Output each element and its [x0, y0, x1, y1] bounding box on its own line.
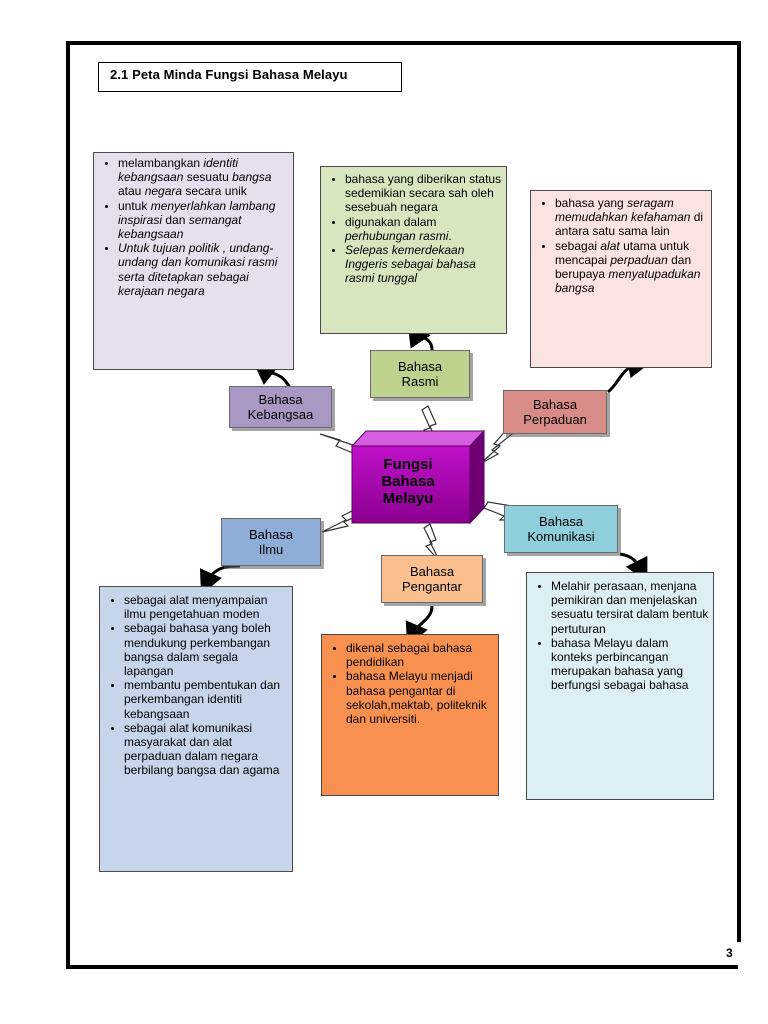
title-banner	[98, 62, 402, 92]
pengantar-bullet-item: bahasa Melayu menjadi bahasa pengantar d…	[346, 669, 494, 726]
tag-kebangsaan-line-2: Kebangsaa	[247, 407, 314, 422]
perpaduan-bullet-item: sebagai alat utama untuk mencapai perpad…	[555, 239, 707, 296]
rasmi-bullet-text: .	[448, 228, 452, 243]
connector-rasmi	[407, 322, 434, 351]
tag-perpaduan-line-1: Bahasa	[532, 397, 578, 412]
connector-kebangsaan	[252, 360, 292, 389]
komunikasi-bullet-item: Melahir perasaan, menjana pemikiran dan …	[551, 579, 709, 636]
center-line-1: Fungsi	[383, 456, 433, 473]
rasmi-bullet-item: Selepas kemerdekaan Inggeris sebagai bah…	[345, 243, 502, 286]
tag-rasmi-line-2: Rasmi	[401, 374, 439, 389]
tag-pengantar-line-2: Pengantar	[402, 579, 462, 594]
kebangsaan-bullet-text: dan	[162, 212, 189, 227]
page-frame	[66, 41, 738, 969]
komunikasi-bullet-item: bahasa Melayu dalam konteks perbincangan…	[551, 636, 709, 693]
box-perpaduan: bahasa yang seragam memudahkan kefahaman…	[530, 190, 712, 368]
rasmi-bullet-list: bahasa yang diberikan status sedemikian …	[323, 172, 502, 286]
kebangsaan-bullet-text: Untuk tujuan politik , undang-undang dan…	[118, 241, 278, 298]
kebangsaan-bullet-item: Untuk tujuan politik , undang-undang dan…	[118, 241, 289, 298]
tag-ilmu: Bahasa Ilmu	[221, 518, 321, 566]
page-title: 2.1 Peta Minda Fungsi Bahasa Melayu	[110, 67, 348, 82]
kebangsaan-bullet-item: melambangkan identiti kebangsaan sesuatu…	[118, 156, 289, 199]
kebangsaan-bullet-text: atau	[118, 184, 145, 199]
komunikasi-bullet-list: Melahir perasaan, menjana pemikiran dan …	[529, 579, 709, 693]
perpaduan-bullet-text: menyatupadukan bangsa	[555, 267, 701, 296]
rasmi-bullet-text: Selepas kemerdekaan Inggeris sebagai bah…	[345, 243, 476, 286]
box-komunikasi: Melahir perasaan, menjana pemikiran dan …	[526, 572, 714, 800]
perpaduan-bullet-text: seragam memudahkan kefahaman	[555, 196, 691, 225]
connector-perpaduan	[606, 354, 652, 394]
ilmu-bullet-text: sebagai alat komunikasi masyarakat dan a…	[124, 720, 280, 778]
perpaduan-bullet-list: bahasa yang seragam memudahkan kefahaman…	[533, 196, 707, 295]
kebangsaan-bullet-text: menyerlahkan lambang inspirasi	[118, 198, 276, 227]
ilmu-bullet-item: sebagai bahasa yang boleh mendukung perk…	[124, 621, 288, 678]
kebangsaan-bullet-text: melambangkan	[118, 156, 204, 170]
kebangsaan-bullet-list: melambangkan identiti kebangsaan sesuatu…	[96, 156, 289, 298]
tag-perpaduan-line-2: Perpaduan	[523, 412, 587, 427]
ilmu-bullet-text: sebagai alat menyampaian ilmu pengetahua…	[124, 593, 268, 622]
center-prism	[350, 429, 486, 525]
ilmu-bullet-item: sebagai alat komunikasi masyarakat dan a…	[124, 721, 288, 778]
rasmi-bullet-item: digunakan dalam perhubungan rasmi.	[345, 215, 502, 243]
rasmi-bullet-text: bahasa yang diberikan status sedemikian …	[345, 172, 502, 215]
kebangsaan-bullet-text: secara unik	[182, 184, 247, 199]
perpaduan-bullet-text: dan berupaya	[555, 252, 692, 282]
tag-ilmu-line-1: Bahasa	[248, 527, 294, 542]
perpaduan-bullet-text: alat	[600, 238, 620, 253]
pengantar-bullet-item: dikenal sebagai bahasa pendidikan	[346, 641, 494, 669]
connector-pengantar	[405, 605, 434, 648]
tag-kebangsaan: Bahasa Kebangsaa	[229, 386, 332, 428]
lightning-arrow-pengantar	[423, 523, 441, 563]
perpaduan-bullet-item: bahasa yang seragam memudahkan kefahaman…	[555, 196, 707, 239]
tag-komunikasi-line-2: Komunikasi	[527, 529, 595, 544]
kebangsaan-bullet-text: untuk	[118, 198, 151, 213]
page-number: 3	[726, 946, 733, 960]
ilmu-bullet-item: membantu pembentukan dan perkembangan id…	[124, 678, 288, 721]
kebangsaan-bullet-text: bangsa	[232, 170, 272, 185]
perpaduan-bullet-text: di antara satu sama lain	[555, 210, 704, 239]
tag-pengantar: Bahasa Pengantar	[381, 555, 483, 603]
perpaduan-bullet-text: sebagai	[555, 238, 601, 253]
ilmu-bullet-item: sebagai alat menyampaian ilmu pengetahua…	[124, 593, 288, 621]
box-kebangsaan: melambangkan identiti kebangsaan sesuatu…	[93, 152, 294, 370]
rasmi-bullet-text: digunakan dalam	[345, 214, 437, 229]
tag-ilmu-line-2: Ilmu	[258, 542, 284, 557]
tag-kebangsaan-line-1: Bahasa	[258, 392, 303, 407]
kebangsaan-bullet-text: semangat kebangsaan	[118, 212, 242, 242]
tag-perpaduan: Bahasa Perpaduan	[503, 390, 607, 434]
kebangsaan-bullet-text: negara	[144, 184, 183, 199]
kebangsaan-bullet-text: identiti kebangsaan	[118, 156, 239, 185]
lightning-arrow-perpaduan	[479, 427, 513, 465]
tag-pengantar-line-1: Bahasa	[409, 564, 455, 579]
kebangsaan-bullet-item: untuk menyerlahkan lambang inspirasi dan…	[118, 199, 289, 242]
pengantar-bullet-text: dikenal sebagai bahasa pendidikan	[346, 641, 473, 670]
kebangsaan-bullet-text: sesuatu	[183, 170, 233, 185]
perpaduan-bullet-text: utama untuk mencapai	[555, 238, 690, 267]
tag-rasmi: Bahasa Rasmi	[370, 350, 470, 398]
rasmi-bullet-item: bahasa yang diberikan status sedemikian …	[345, 172, 502, 215]
perpaduan-bullet-text: bahasa yang	[555, 196, 628, 210]
box-ilmu: sebagai alat menyampaian ilmu pengetahua…	[99, 586, 293, 872]
rasmi-bullet-text: perhubungan rasmi	[345, 228, 449, 243]
komunikasi-bullet-text: bahasa Melayu dalam konteks perbincangan…	[551, 635, 689, 693]
komunikasi-bullet-text: Melahir perasaan, menjana pemikiran dan …	[551, 579, 709, 636]
ilmu-bullet-text: sebagai bahasa yang boleh mendukung perk…	[124, 621, 271, 679]
tag-komunikasi: Bahasa Komunikasi	[504, 505, 618, 553]
connector-komunikasi	[619, 552, 648, 583]
page-frame-right-edge	[737, 41, 741, 942]
ilmu-bullet-list: sebagai alat menyampaian ilmu pengetahua…	[102, 593, 288, 778]
ilmu-bullet-text: membantu pembentukan dan perkembangan id…	[124, 678, 281, 721]
box-pengantar: dikenal sebagai bahasa pendidikanbahasa …	[321, 634, 499, 796]
center-line-2: Bahasa	[381, 473, 435, 490]
center-line-3: Melayu	[382, 490, 434, 507]
center-node-label: Fungsi Bahasa Melayu	[358, 456, 458, 507]
perpaduan-bullet-text: perpaduan	[610, 252, 668, 267]
box-rasmi: bahasa yang diberikan status sedemikian …	[320, 166, 507, 334]
pengantar-bullet-list: dikenal sebagai bahasa pendidikanbahasa …	[324, 641, 494, 726]
tag-komunikasi-line-1: Bahasa	[538, 514, 584, 529]
tag-rasmi-line-1: Bahasa	[397, 359, 443, 374]
pengantar-bullet-text: bahasa Melayu menjadi bahasa pengantar d…	[346, 669, 487, 727]
connector-ilmu	[199, 564, 241, 595]
